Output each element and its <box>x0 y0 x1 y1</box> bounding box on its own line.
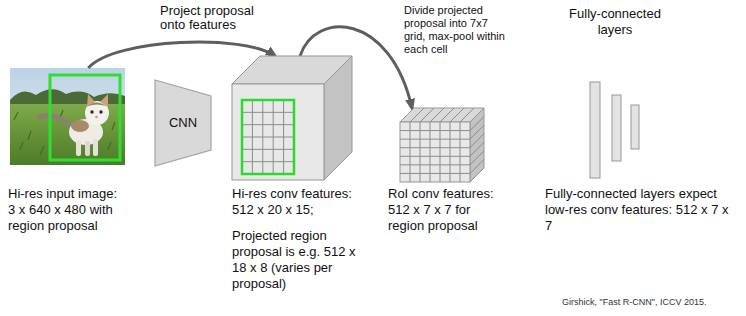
cat-photo <box>10 68 125 165</box>
region-proposal-box <box>50 75 120 160</box>
caption-text: Projected region proposal is e.g. 512 x … <box>232 228 372 292</box>
grid-line <box>242 112 294 113</box>
cube-side-face <box>470 108 484 182</box>
input-image: Hi-res input image: 3 x 640 x 480 with r… <box>10 68 125 165</box>
arrow-label: Project proposal onto features <box>160 4 272 32</box>
caption-text: Fully-connected layers expect low-res co… <box>545 186 730 234</box>
grid-line <box>460 108 474 122</box>
grid-line <box>470 159 484 173</box>
node-shape <box>232 56 352 180</box>
grid-line <box>242 124 294 125</box>
caption-text: Hi-res input image: 3 x 640 x 480 with r… <box>8 186 123 234</box>
cat-leg <box>85 141 90 156</box>
grid-line <box>470 151 484 165</box>
cat-nose <box>95 116 98 119</box>
node-shape <box>400 108 484 182</box>
cat-patch <box>71 120 89 132</box>
conv-feature-cube: Hi-res conv features: 512 x 20 x 15;Proj… <box>232 56 352 180</box>
grid-line <box>470 125 484 139</box>
cube-front-face <box>400 122 470 182</box>
cat-head-patch <box>88 103 106 107</box>
grid-line <box>400 173 470 174</box>
caption-text: RoI conv features: 512 x 7 x 7 for regio… <box>388 186 508 234</box>
cnn-trapezoid <box>155 80 211 166</box>
fc-layer-bar <box>590 82 600 178</box>
block-label: CNN <box>155 115 211 131</box>
cnn-block: CNN <box>155 80 211 166</box>
fc-layer-bar <box>612 95 621 161</box>
cube-front-face <box>232 84 324 180</box>
caption-text: Hi-res conv features: 512 x 20 x 15; <box>232 186 372 218</box>
cat-leg <box>76 140 81 156</box>
citation-note: Girshick, "Fast R-CNN", ICCV 2015. <box>562 296 742 308</box>
cat-tail <box>40 116 74 128</box>
cat-eye <box>99 110 102 113</box>
layer-title: Fully-connected layers <box>556 6 674 38</box>
fc-layer-bar <box>631 105 639 149</box>
grid-line <box>242 161 294 162</box>
node-shape <box>588 80 642 180</box>
fc-layers: Fully-connected layersFully-connected la… <box>588 80 642 180</box>
projected-proposal-box <box>242 100 294 174</box>
cube-side-face <box>324 56 352 180</box>
curved-arrow <box>88 42 275 68</box>
photo-sky <box>10 68 125 165</box>
grid-line <box>242 149 294 150</box>
grid-line <box>470 117 484 131</box>
arrow-label: Divide projected proposal into 7x7 grid,… <box>404 4 509 56</box>
grid-line <box>470 142 484 156</box>
roi-feature-cube: RoI conv features: 512 x 7 x 7 for regio… <box>400 108 484 182</box>
grid-line <box>470 134 484 148</box>
cat-eye <box>90 110 93 113</box>
grid-line <box>242 137 294 138</box>
cat-leg <box>93 139 98 156</box>
